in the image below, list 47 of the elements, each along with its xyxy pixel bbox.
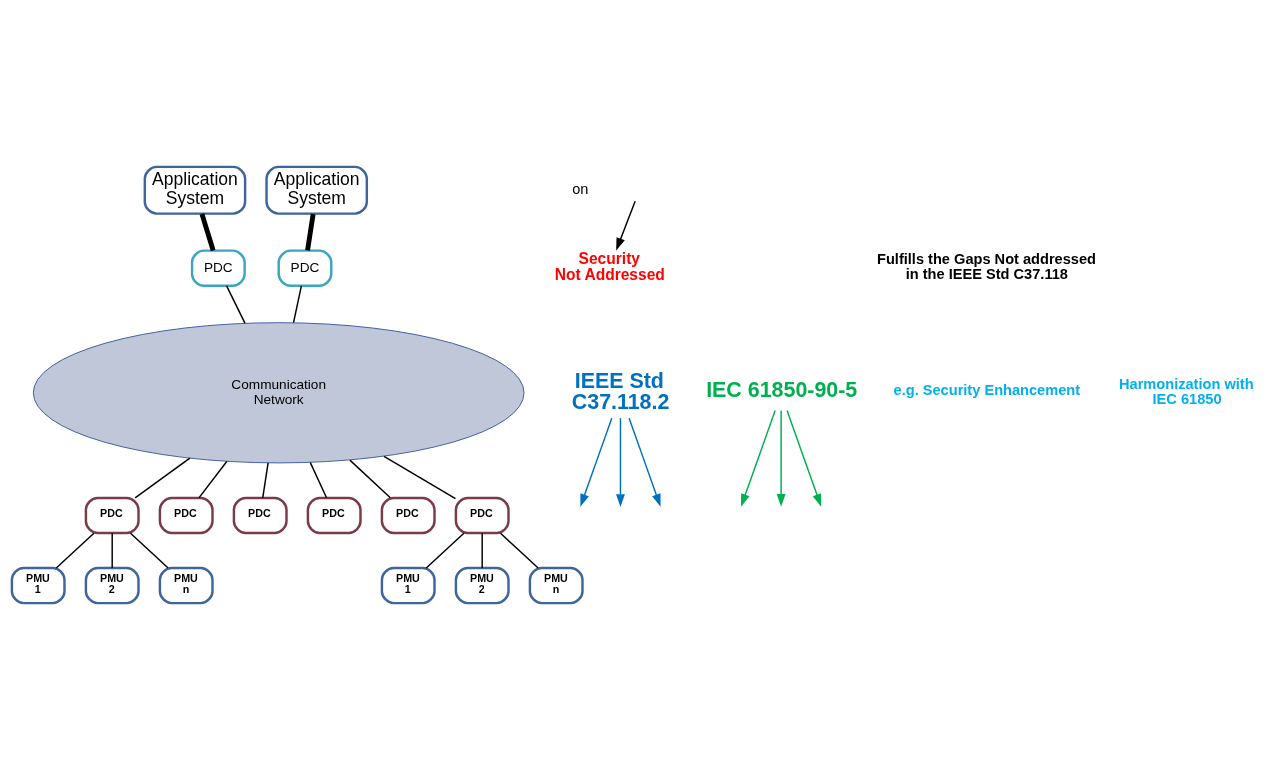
connector [499,532,539,569]
connector [198,460,228,499]
node-ellipse: Communication Network [32,321,525,463]
connector [111,532,113,569]
node-box: PDC [158,496,214,534]
connector [225,284,246,324]
node-text: Security Not Addressed [554,249,665,283]
label: Fulfills the Gaps Not addressed in the IEEE Std C37.118 [877,250,1096,282]
connector [199,212,216,251]
node-box: PMU n [528,566,584,604]
arrow [580,416,613,507]
node-box: PDC [454,496,510,534]
node-box: PMU 1 [10,566,66,604]
node-box: PMU 1 [380,566,436,604]
connector [383,455,457,499]
connector [309,461,328,499]
arrow [786,409,822,507]
label: on [572,180,589,197]
arrow [616,416,625,507]
connector [262,461,269,499]
arrow [628,416,661,507]
node-text: IEEE Std C37.118.2 [571,368,670,414]
connector [481,532,483,569]
connector [55,532,95,569]
connector [292,284,303,323]
node-box: PDC [306,496,362,534]
arrow [616,199,636,251]
connector [129,532,169,569]
node-box: PDC [380,496,436,534]
node-box: PDC [277,248,333,287]
node-box: PMU n [158,566,214,604]
node-box: PDC [232,496,288,534]
connector [425,532,465,569]
node-box: Application System [143,165,247,215]
node-box: PMU 2 [454,566,510,604]
label: e.g. Security Enhancement [893,381,1081,398]
arrow [741,409,776,507]
label: Harmonization with IEC 61850 [1118,375,1254,406]
node-text: IEC 61850-90-5 [706,377,858,402]
connector [349,458,392,499]
connector [305,213,316,251]
node-box: PDC [84,496,140,534]
arrow [776,409,786,507]
node-box: Application System [265,165,369,215]
node-box: PDC [190,248,246,287]
connector [134,456,191,499]
node-box: PMU 2 [84,566,140,604]
